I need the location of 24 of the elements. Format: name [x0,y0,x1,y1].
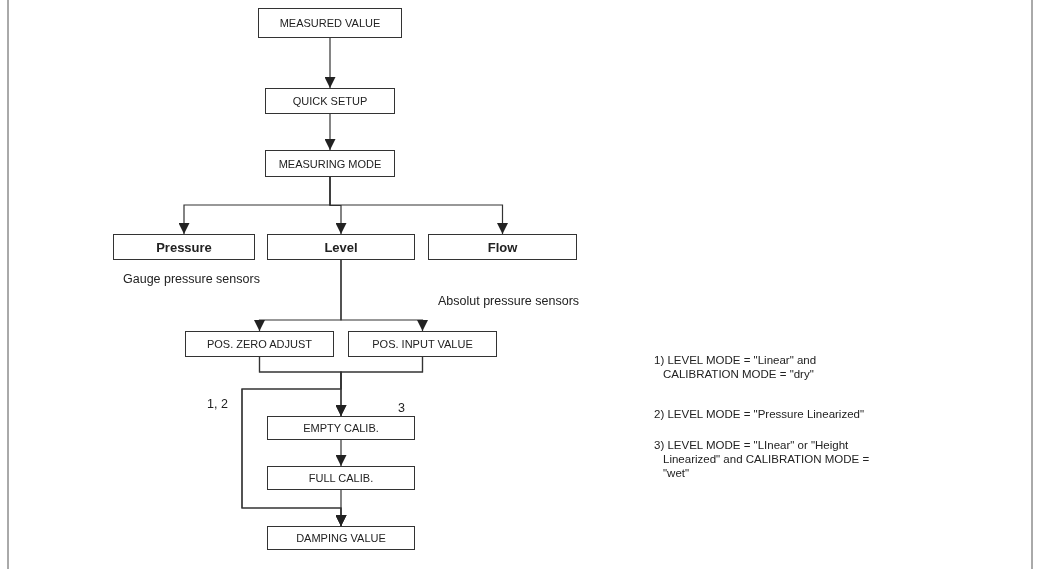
process-box: POS. INPUT VALUE [348,331,497,357]
arrow [324,37,336,89]
footnote: 2) LEVEL MODE = "Pressure Linearized" [654,408,866,422]
condition-mark: 3 [398,401,406,416]
sensor-note: Absolut pressure sensors [438,294,581,309]
process-box: Level [267,234,415,260]
footnote: 1) LEVEL MODE = "Linear" and CALIBRATION MODE = "dry" [654,354,818,382]
sensor-note: Gauge pressure sensors [123,272,261,287]
footnote: 3) LEVEL MODE = "LInear" or "Height Linearized" and CALIBRATION MODE = "wet" [654,439,871,481]
process-box: FULL CALIB. [267,466,415,490]
process-box: DAMPING VALUE [267,526,415,550]
arrow [335,439,347,467]
arrow [335,489,347,527]
process-box: QUICK SETUP [265,88,395,114]
arrow [329,176,508,235]
process-box: EMPTY CALIB. [267,416,415,440]
process-box: MEASURED VALUE [258,8,402,38]
process-box: Flow [428,234,577,260]
process-box: Pressure [113,234,255,260]
process-box: POS. ZERO ADJUST [185,331,334,357]
arrow [324,113,336,151]
arrow [340,259,428,332]
condition-mark: 1, 2 [207,397,229,412]
process-box: MEASURING MODE [265,150,395,177]
